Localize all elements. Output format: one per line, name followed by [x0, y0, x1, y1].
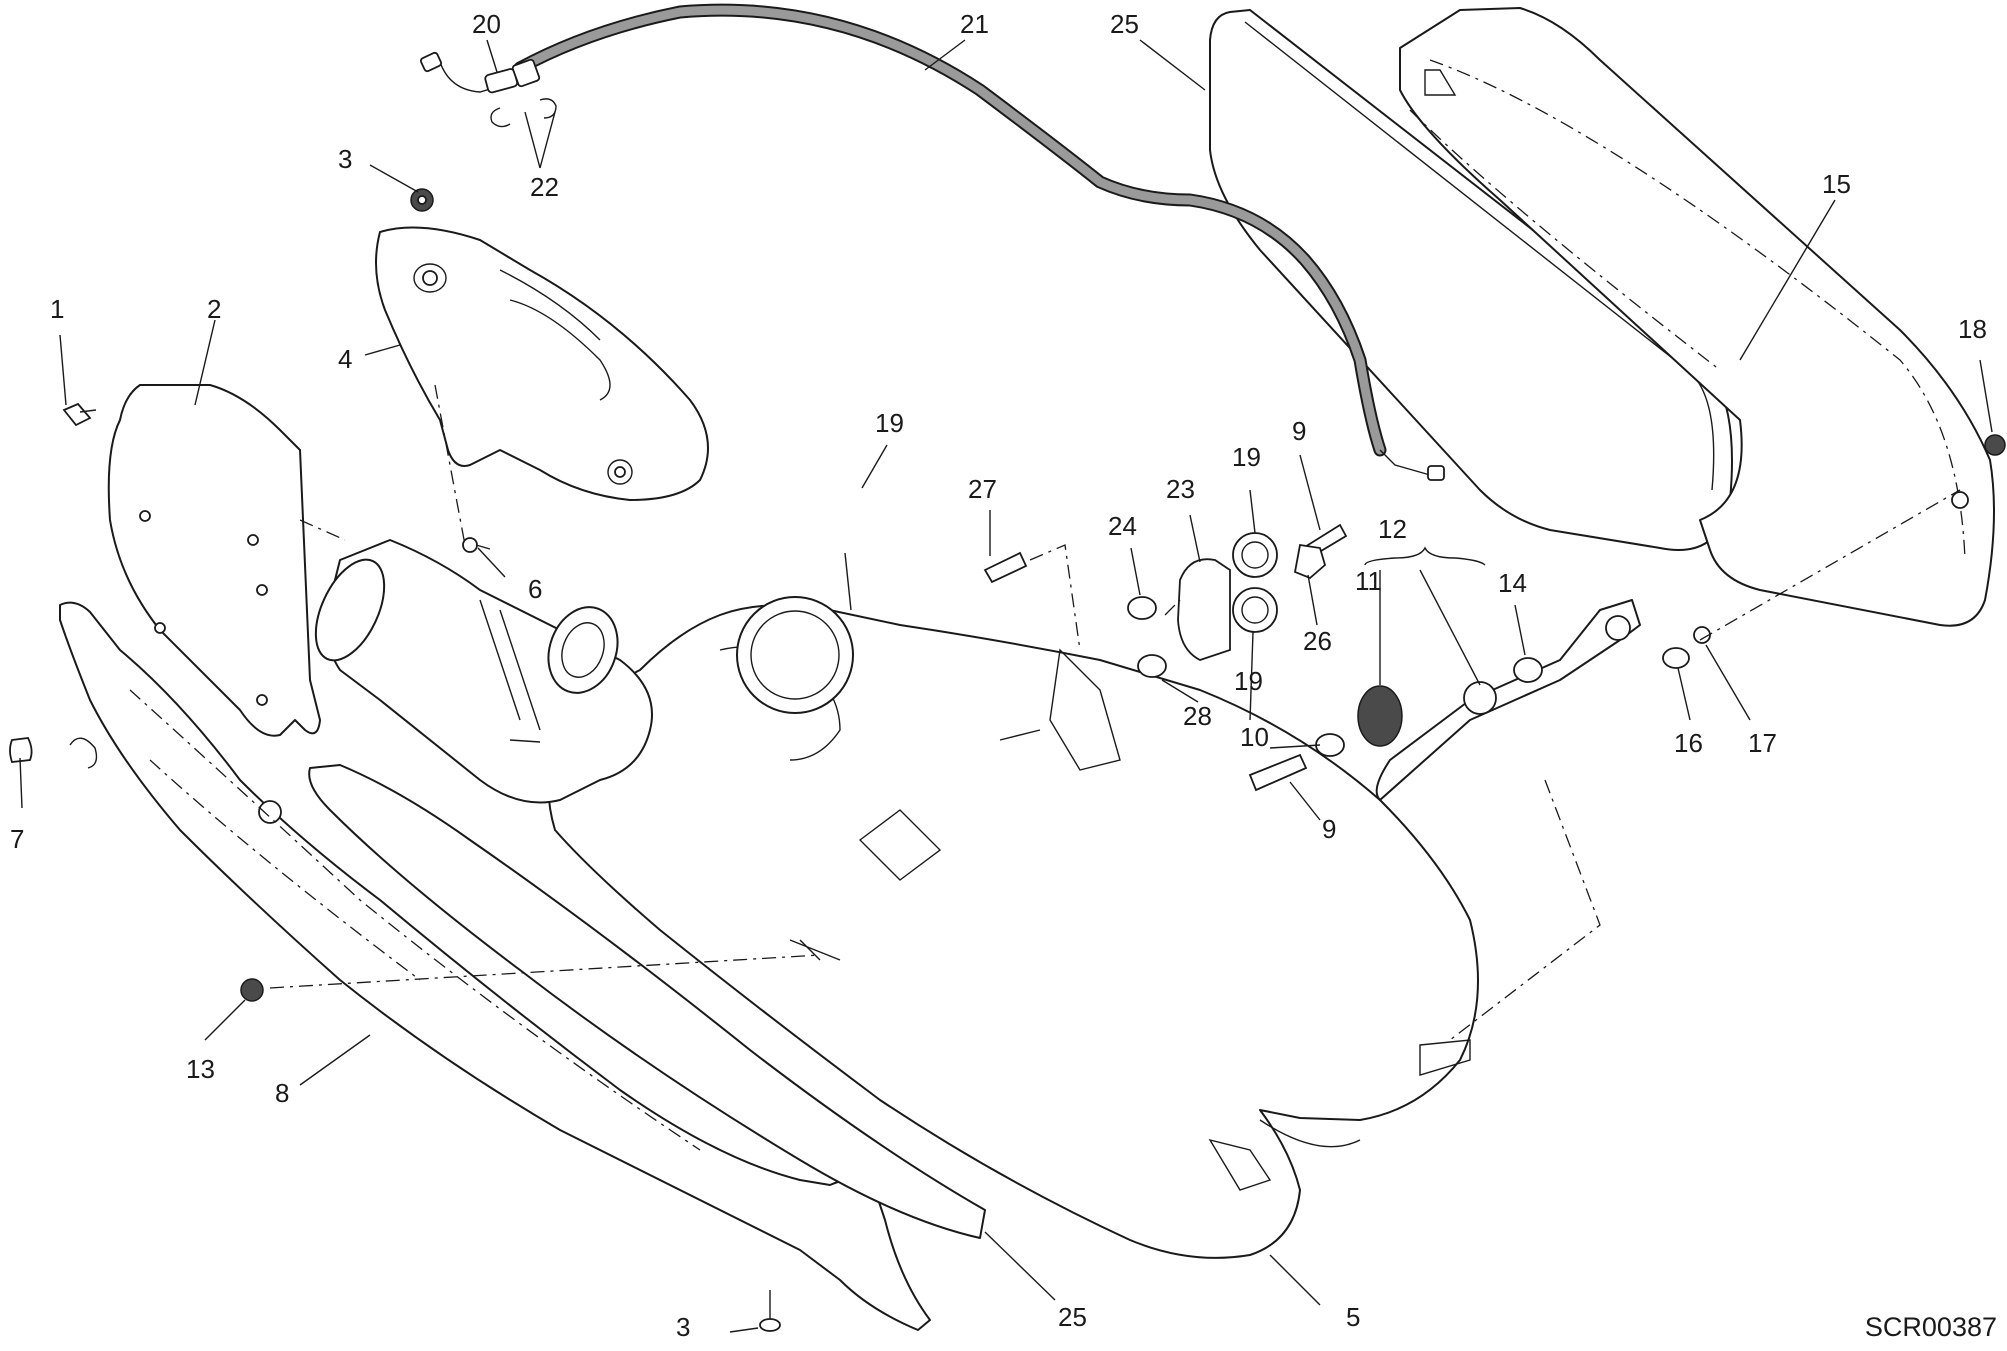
callout-27: 27 [968, 474, 997, 504]
callout-9-lower: 9 [1322, 814, 1336, 844]
callout-26: 26 [1303, 626, 1332, 656]
callout-22: 22 [530, 172, 559, 202]
callout-24: 24 [1108, 511, 1137, 541]
side-heat-shield [107, 384, 321, 737]
lower-heat-guard [59, 601, 931, 1331]
callout-15: 15 [1822, 169, 1851, 199]
callout-3-upper: 3 [338, 144, 352, 174]
callout-10: 10 [1240, 722, 1269, 752]
callout-23: 23 [1166, 474, 1195, 504]
bolt-9-lower [1248, 753, 1308, 792]
callout-28: 28 [1183, 701, 1212, 731]
rubber-mount-11 [1357, 685, 1403, 747]
nut-3-upper [410, 188, 434, 212]
bolt-27 [983, 551, 1028, 584]
exhaust-valve-pipe [314, 539, 653, 804]
callout-14: 14 [1498, 568, 1527, 598]
callout-8: 8 [275, 1078, 289, 1108]
callout-5: 5 [1346, 1302, 1360, 1332]
heat-shield-plate-lower [308, 764, 986, 1239]
muffler-body [547, 552, 1479, 1259]
callout-25-upper: 25 [1110, 9, 1139, 39]
callout-2: 2 [207, 294, 221, 324]
callout-3-lower: 3 [676, 1312, 690, 1342]
spacer-24 [1127, 596, 1157, 620]
spacer-14 [1513, 657, 1543, 683]
nut-18 [1984, 434, 2006, 456]
muffler-cover [1399, 7, 1995, 627]
mounting-bracket-12 [1375, 599, 1641, 801]
callout-19-mid: 19 [1232, 442, 1261, 472]
callout-11: 11 [1355, 566, 1382, 596]
callout-20: 20 [472, 9, 501, 39]
leader-lines [19, 39, 1993, 1333]
callout-18: 18 [1958, 314, 1987, 344]
nut-13 [240, 978, 264, 1002]
push-clip-7 [9, 737, 33, 763]
callout-17: 17 [1748, 728, 1777, 758]
cable-clips [490, 98, 557, 128]
callout-4: 4 [338, 344, 352, 374]
assembly-lines [269, 384, 1961, 1041]
callout-numbers: 20 21 25 3 22 1 2 4 19 27 24 23 19 9 6 1… [10, 9, 1987, 1342]
screw-6 [462, 537, 491, 553]
callout-16: 16 [1674, 728, 1703, 758]
pulley-bracket-23 [1177, 558, 1231, 661]
callout-1: 1 [50, 294, 64, 324]
washer-16 [1662, 647, 1690, 669]
washer-28 [1137, 654, 1167, 678]
callout-9-upper: 9 [1292, 416, 1306, 446]
callout-13: 13 [186, 1054, 215, 1084]
callout-7: 7 [10, 824, 24, 854]
exhaust-valve-cable [513, 3, 1445, 481]
cap-26 [1293, 543, 1327, 580]
cable-pulley-19-upper [1232, 532, 1278, 578]
callout-21: 21 [960, 9, 989, 39]
callout-19-top: 19 [875, 408, 904, 438]
callout-6: 6 [528, 574, 542, 604]
washer-10 [1315, 733, 1345, 757]
callout-12: 12 [1378, 514, 1407, 544]
heat-guard-upper [375, 226, 709, 501]
callout-19-low: 19 [1234, 666, 1263, 696]
nut-17 [1693, 626, 1711, 644]
callout-25-lower: 25 [1058, 1302, 1087, 1332]
drawing-code: SCR00387 [1864, 1312, 1997, 1342]
screw-1 [62, 402, 97, 427]
screw-3-lower [759, 1290, 781, 1332]
cable-pulley-19-lower [1232, 587, 1278, 633]
cable-terminal [419, 51, 541, 94]
